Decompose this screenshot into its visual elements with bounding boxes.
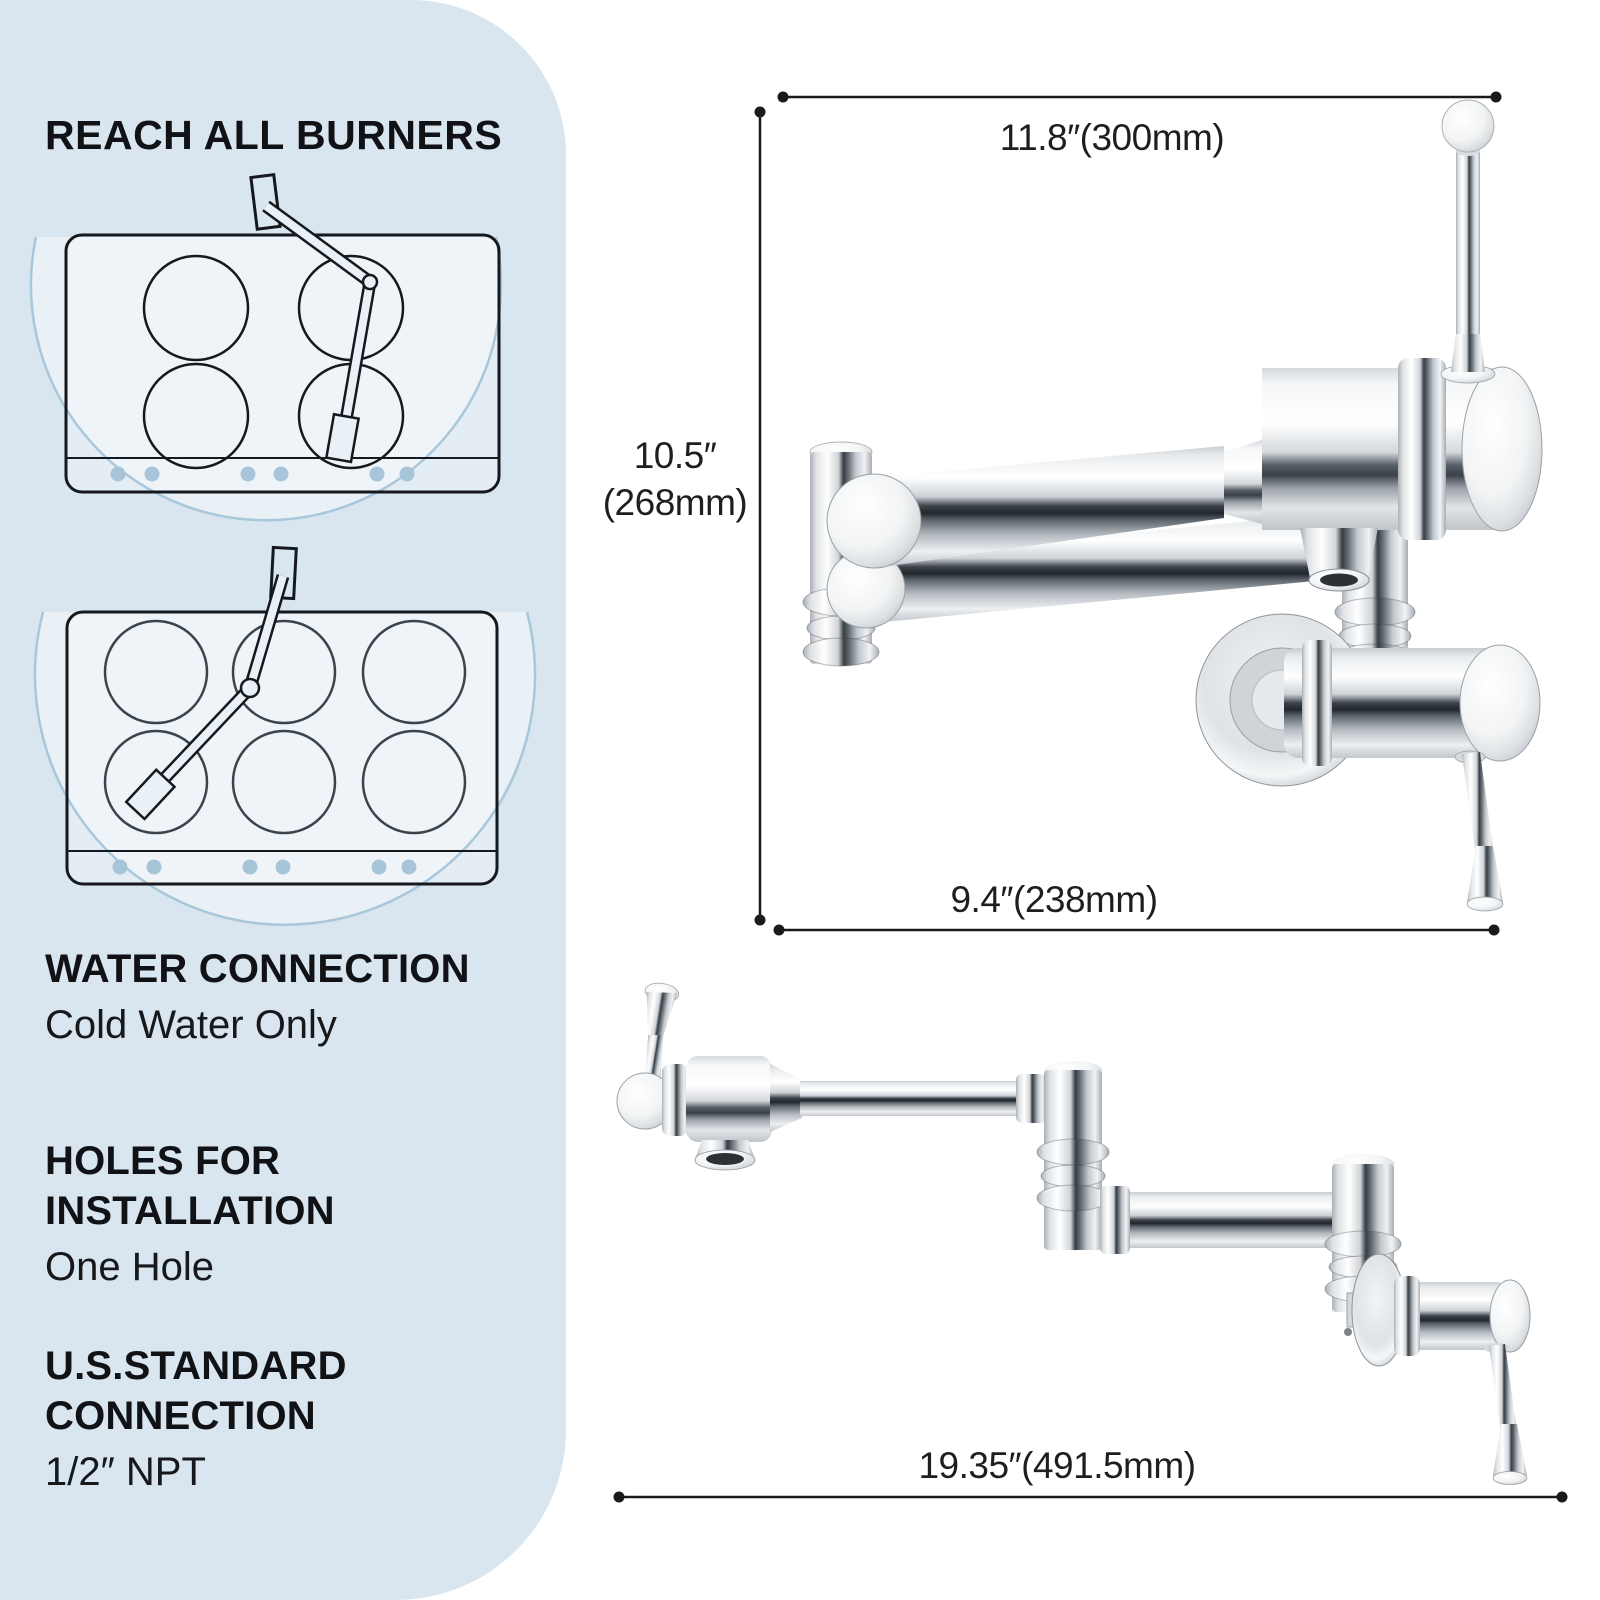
spout-outlet-opening bbox=[706, 1153, 744, 1165]
valve-body bbox=[1394, 1282, 1506, 1350]
section-body: 1/2″ NPT bbox=[45, 1450, 206, 1494]
page-title: REACH ALL BURNERS bbox=[45, 112, 503, 158]
dimension-value: 10.5″ bbox=[633, 435, 717, 476]
arm-step-collar bbox=[1224, 440, 1262, 524]
joint-knurl bbox=[1036, 1138, 1110, 1212]
valve-lever-flare bbox=[1493, 1424, 1527, 1476]
arm-tube-2-collar bbox=[1100, 1186, 1130, 1254]
section-water-connection: WATER CONNECTION Cold Water Only bbox=[45, 944, 470, 1049]
valve-lever-foot bbox=[1466, 896, 1504, 912]
section-holes-for-installation: HOLES FOR INSTALLATION One Hole bbox=[45, 1136, 335, 1291]
lower-arm bbox=[884, 512, 1346, 622]
valve-collar bbox=[1394, 1276, 1420, 1356]
cooktop-outline bbox=[65, 610, 499, 886]
section-heading: WATER CONNECTION bbox=[45, 944, 470, 994]
cooktop-outline bbox=[64, 233, 501, 494]
control-knob-dots bbox=[110, 466, 415, 482]
dimension-label-wall-clearance: 9.4″(238mm) bbox=[950, 879, 1158, 920]
spout-cap-face bbox=[1461, 366, 1543, 532]
valve-cap bbox=[1459, 644, 1541, 762]
wall-mount-icon bbox=[249, 173, 282, 231]
dimension-label-extended-length: 19.35″(491.5mm) bbox=[918, 1445, 1196, 1486]
spout-collar-ring bbox=[1398, 358, 1446, 540]
valve-lever-flare bbox=[1467, 846, 1503, 902]
dimension-label-spout-reach: 11.8″(300mm) bbox=[999, 117, 1225, 158]
cooktop-4-burner-diagram bbox=[29, 173, 503, 522]
heading-line: U.S.STANDARD bbox=[45, 1344, 347, 1388]
spout-nozzle-icon bbox=[124, 767, 177, 821]
section-us-standard-connection: U.S.STANDARD CONNECTION 1/2″ NPT bbox=[45, 1341, 347, 1496]
cooktop-diagrams bbox=[29, 173, 537, 926]
spout-lever-flare bbox=[646, 992, 678, 1038]
spout-body bbox=[686, 1056, 772, 1142]
dimension-value: (268mm) bbox=[602, 482, 748, 523]
spout-lever-stick bbox=[645, 1034, 664, 1080]
valve-collar bbox=[1302, 640, 1332, 766]
heading-line: INSTALLATION bbox=[45, 1189, 335, 1233]
heading-line: HOLES FOR bbox=[45, 1139, 281, 1183]
reach-arc-fill bbox=[30, 237, 501, 521]
upper-arm bbox=[890, 446, 1224, 566]
reach-arc bbox=[29, 236, 503, 522]
reach-arc bbox=[33, 611, 537, 926]
section-heading: U.S.STANDARD CONNECTION bbox=[45, 1341, 347, 1441]
dimension-lines bbox=[613, 91, 1568, 1503]
arm-tube-1 bbox=[800, 1081, 1022, 1116]
arm-tube-2 bbox=[1100, 1192, 1340, 1248]
valve-lever-stick bbox=[1462, 752, 1494, 858]
section-body: One Hole bbox=[45, 1245, 214, 1289]
spout-lever bbox=[642, 982, 680, 1085]
spout-collar bbox=[662, 1064, 688, 1136]
dimension-diagram bbox=[613, 91, 1568, 1503]
spout-lever-ball bbox=[1441, 99, 1495, 153]
arm-joint-icon bbox=[361, 273, 379, 291]
cooktop-6-burner-diagram bbox=[33, 545, 537, 926]
upper-arm-hub bbox=[826, 473, 922, 569]
spout-lever-flare bbox=[1451, 332, 1485, 372]
control-knob-dots bbox=[112, 859, 417, 875]
pot-filler-extended-photo bbox=[616, 982, 1531, 1485]
flange-screw bbox=[1344, 1328, 1352, 1336]
reach-arc-fill bbox=[35, 612, 535, 925]
pot-filler-folded-photo bbox=[802, 99, 1543, 912]
valve-lever-foot bbox=[1492, 1471, 1528, 1485]
arm-joint-icon bbox=[239, 677, 261, 699]
valve-cap bbox=[1489, 1279, 1531, 1353]
valve-lever-stick bbox=[1489, 1344, 1517, 1434]
info-panel: REACH ALL BURNERS bbox=[0, 0, 566, 1600]
spout-taper bbox=[770, 1064, 802, 1132]
heading-line: CONNECTION bbox=[45, 1394, 316, 1438]
spout-outlet bbox=[1300, 528, 1378, 578]
valve-body bbox=[1284, 648, 1500, 758]
heading-line: WATER CONNECTION bbox=[45, 947, 470, 991]
section-body: Cold Water Only bbox=[45, 1003, 337, 1047]
arm-tube-1-collar bbox=[1016, 1074, 1046, 1123]
spout-lever-stick bbox=[1456, 150, 1480, 334]
spout-nozzle-icon bbox=[324, 412, 361, 464]
dimension-label-overall-height: 10.5″ (268mm) bbox=[570, 432, 780, 526]
section-heading: HOLES FOR INSTALLATION bbox=[45, 1136, 335, 1236]
spout-outlet-opening bbox=[1320, 573, 1358, 587]
burners bbox=[103, 619, 467, 835]
